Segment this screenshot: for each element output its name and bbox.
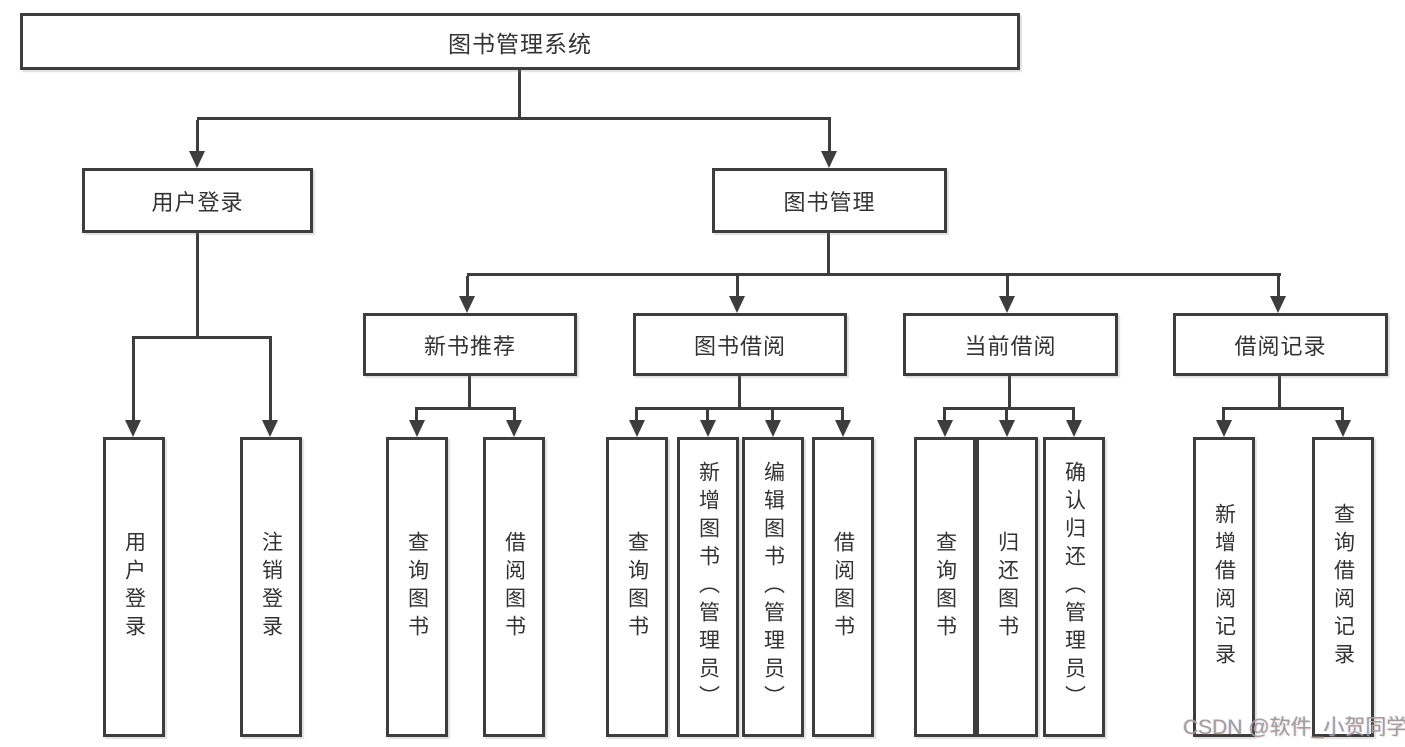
- connector-line: [468, 375, 471, 407]
- node-label: 图书管理: [783, 189, 876, 215]
- arrow-down-icon: [1335, 420, 1351, 437]
- connector-line: [1072, 410, 1075, 421]
- leaf-query-borrow-record: 查询借阅记录: [1312, 437, 1374, 737]
- arrow-down-icon: [700, 420, 716, 437]
- arrow-down-icon: [821, 151, 837, 168]
- connector-line: [841, 410, 844, 421]
- connector-line: [197, 117, 831, 120]
- arrow-down-icon: [765, 420, 781, 437]
- node-label: 当前借阅: [964, 333, 1057, 359]
- connector-line: [132, 336, 272, 339]
- arrow-down-icon: [999, 296, 1015, 313]
- connector-line: [1222, 407, 1344, 410]
- connector-line: [635, 410, 638, 421]
- leaf-return-books: 归还图书: [976, 437, 1038, 737]
- connector-line: [1277, 276, 1280, 297]
- connector-line: [736, 276, 739, 297]
- node-root-label: 图书管理系统: [448, 30, 592, 57]
- connector-line: [1006, 276, 1009, 297]
- connector-line: [518, 70, 521, 117]
- connector-line: [467, 273, 1281, 276]
- connector-line: [738, 375, 741, 407]
- connector-line: [771, 410, 774, 421]
- arrow-down-icon: [125, 420, 141, 437]
- arrow-down-icon: [1216, 420, 1232, 437]
- arrow-down-icon: [729, 296, 745, 313]
- connector-line: [513, 410, 516, 421]
- connector-line: [635, 407, 844, 410]
- leaf-add-book-admin: 新增图书（管理员）: [677, 437, 739, 737]
- leaf-borrow-books-recommend: 借阅图书: [483, 437, 545, 737]
- connector-line: [1008, 375, 1011, 407]
- connector-line: [943, 410, 946, 421]
- connector-line: [828, 120, 831, 153]
- connector-line: [196, 233, 199, 336]
- leaf-edit-book-admin: 编辑图书（管理员）: [742, 437, 804, 737]
- node-label: 图书借阅: [693, 333, 786, 359]
- arrow-down-icon: [189, 151, 205, 168]
- arrow-down-icon: [506, 420, 522, 437]
- arrow-down-icon: [835, 420, 851, 437]
- leaf-label: 借阅图书: [502, 531, 526, 643]
- node-book-borrowing: 图书借阅: [633, 313, 847, 376]
- leaf-logout: 注销登录: [240, 437, 302, 737]
- connector-line: [1005, 410, 1008, 421]
- arrow-down-icon: [459, 296, 475, 313]
- connector-line: [1341, 410, 1344, 421]
- connector-line: [706, 410, 709, 421]
- leaf-label: 借阅图书: [831, 531, 855, 643]
- leaf-label: 确认归还（管理员）: [1062, 461, 1086, 713]
- leaf-confirm-return-admin: 确认归还（管理员）: [1043, 437, 1105, 737]
- arrow-down-icon: [1066, 420, 1082, 437]
- connector-line: [1222, 410, 1225, 421]
- leaf-query-books-current: 查询图书: [914, 437, 976, 737]
- leaf-label: 查询借阅记录: [1331, 503, 1355, 671]
- leaf-label: 查询图书: [405, 531, 429, 643]
- connector-line: [269, 339, 272, 421]
- node-label: 借阅记录: [1234, 333, 1327, 359]
- node-user-login: 用户登录: [82, 168, 313, 233]
- node-borrowing-records: 借阅记录: [1173, 313, 1388, 376]
- connector-line: [415, 410, 418, 421]
- connector-line: [827, 233, 830, 273]
- node-current-borrowing: 当前借阅: [903, 313, 1118, 376]
- node-root: 图书管理系统: [20, 13, 1020, 70]
- arrow-down-icon: [409, 420, 425, 437]
- leaf-label: 查询图书: [625, 531, 649, 643]
- connector-line: [1278, 375, 1281, 407]
- arrow-down-icon: [262, 420, 278, 437]
- connector-line: [943, 407, 1075, 410]
- connector-line: [132, 339, 135, 421]
- connector-line: [196, 120, 199, 153]
- arrow-down-icon: [999, 420, 1015, 437]
- node-new-book-recommendation: 新书推荐: [363, 313, 577, 376]
- leaf-query-books-borrowing: 查询图书: [606, 437, 668, 737]
- node-book-management: 图书管理: [712, 168, 947, 233]
- arrow-down-icon: [1270, 296, 1286, 313]
- leaf-add-borrow-record: 新增借阅记录: [1193, 437, 1255, 737]
- leaf-label: 归还图书: [995, 531, 1019, 643]
- node-label: 用户登录: [151, 189, 244, 215]
- leaf-label: 新增借阅记录: [1212, 503, 1236, 671]
- connector-line: [415, 407, 516, 410]
- watermark: CSDN @软件_小贺同学: [1183, 716, 1405, 739]
- leaf-user-login: 用户登录: [103, 437, 165, 737]
- leaf-borrow-books-borrowing: 借阅图书: [812, 437, 874, 737]
- arrow-down-icon: [937, 420, 953, 437]
- leaf-query-books-recommend: 查询图书: [386, 437, 448, 737]
- connector-line: [466, 276, 469, 297]
- leaf-label: 编辑图书（管理员）: [761, 461, 785, 713]
- leaf-label: 用户登录: [122, 531, 146, 643]
- leaf-label: 注销登录: [259, 531, 283, 643]
- node-label: 新书推荐: [423, 333, 516, 359]
- leaf-label: 新增图书（管理员）: [696, 461, 720, 713]
- arrow-down-icon: [629, 420, 645, 437]
- leaf-label: 查询图书: [933, 531, 957, 643]
